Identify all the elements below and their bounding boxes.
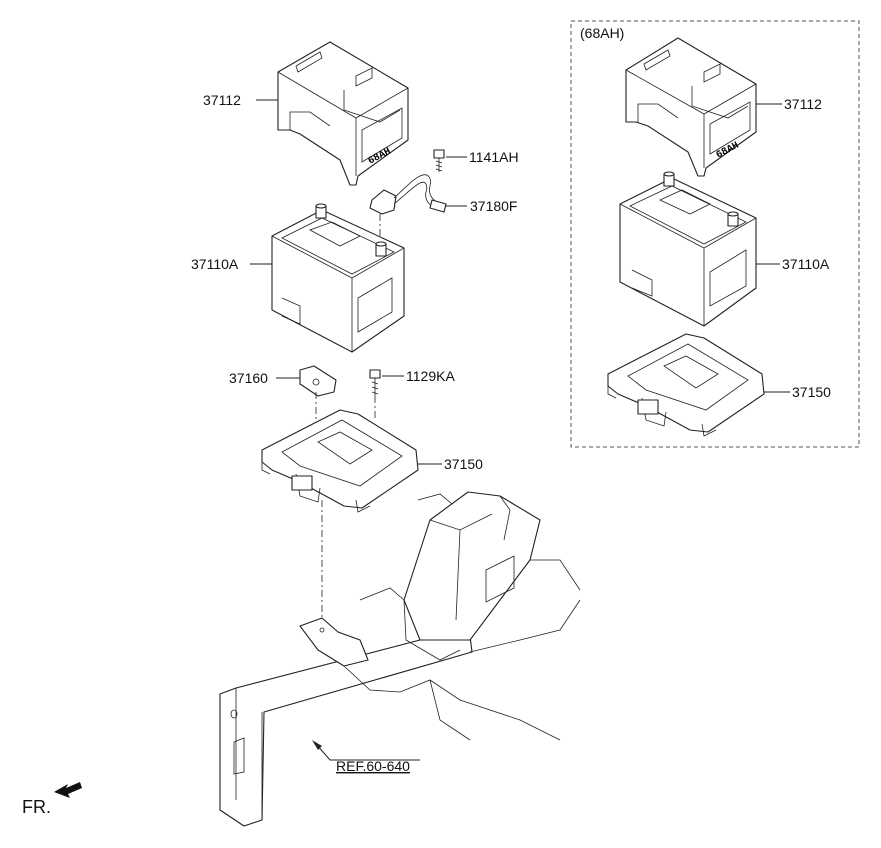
battery-left [271,203,405,353]
battery-right [619,171,757,327]
callout-bolt-top: 1141AH [469,149,519,165]
bolt-1141ah [433,149,445,172]
variant-box [570,20,860,448]
callout-cable: 37180F [470,198,517,214]
callout-battery-left: 37110A [191,256,239,272]
callout-battery-right: 37110A [782,256,830,272]
callout-bracket-left: 37150 [444,456,483,472]
battery-bracket-right [607,333,765,437]
callout-tray-right: 37112 [784,96,822,112]
callout-tray-left: 37112 [203,92,241,108]
front-arrow-icon [54,782,82,798]
vehicle-body-structure [219,491,581,827]
battery-tray-cover-right [625,37,757,177]
battery-cable [369,174,447,248]
battery-bracket-left [261,409,419,513]
callout-clamp: 37160 [229,370,268,386]
front-indicator-label: FR. [22,797,51,817]
callout-bolt-mid: 1129KA [406,368,455,384]
reference-label[interactable]: REF.60-640 [336,758,410,774]
callout-bracket-right: 37150 [792,384,831,400]
bolt-1129ka [369,369,381,420]
battery-tray-cover-left [277,41,409,186]
variant-label: (68AH) [580,25,624,41]
